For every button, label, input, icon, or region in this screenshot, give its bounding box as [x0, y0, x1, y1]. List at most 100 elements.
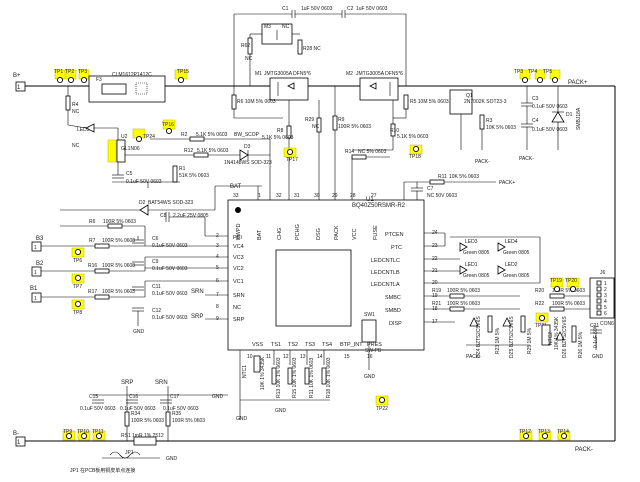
svg-text:TP8: TP8 [73, 310, 82, 316]
svg-text:PBI: PBI [233, 235, 242, 241]
svg-text:VC1: VC1 [233, 279, 244, 285]
svg-text:SW1: SW1 [364, 312, 375, 318]
svg-text:TS3: TS3 [305, 342, 315, 348]
tp14 [560, 432, 568, 440]
svg-text:15: 15 [344, 354, 350, 360]
d3-diode [239, 149, 249, 161]
r28-resistor [297, 39, 303, 55]
ntc2 [541, 324, 551, 346]
tp22 [378, 396, 386, 404]
svg-text:PRES: PRES [367, 342, 382, 348]
svg-text:10: 10 [247, 354, 253, 360]
svg-text:33: 33 [233, 193, 239, 199]
u1-pin-pack: PACK 29 [332, 193, 340, 240]
svg-text:LEDCNTLB: LEDCNTLB [371, 270, 400, 276]
svg-text:PTC: PTC [391, 245, 402, 251]
svg-text:DSG: DSG [316, 228, 322, 240]
svg-text:B1: B1 [30, 286, 38, 292]
tp10 [80, 432, 88, 440]
tp3 [80, 76, 88, 84]
svg-text:C5: C5 [126, 171, 133, 177]
svg-text:TS1: TS1 [271, 342, 281, 348]
r14-resistor [351, 154, 367, 160]
svg-text:R14: R14 [345, 149, 354, 155]
svg-text:1N4148WS SOD-323: 1N4148WS SOD-323 [224, 160, 272, 166]
dz6 [555, 331, 565, 341]
svg-text:100R 5% 0603: 100R 5% 0603 [103, 219, 136, 225]
svg-text:TP11: TP11 [92, 429, 104, 435]
svg-text:VC4: VC4 [233, 244, 244, 250]
svg-text:TS4: TS4 [322, 342, 332, 348]
svg-text:PACK: PACK [334, 225, 340, 240]
svg-text:M2: M2 [346, 71, 353, 77]
svg-text:R8: R8 [277, 128, 284, 134]
rs1-shunt [133, 436, 157, 446]
u1-thermal-pad [275, 249, 352, 327]
svg-text:0.1uF 50V 0603: 0.1uF 50V 0603 [532, 104, 568, 110]
r17-resistor [94, 294, 110, 300]
svg-text:C15: C15 [89, 394, 98, 400]
svg-text:R28 NC: R28 NC [303, 46, 321, 52]
led2 [497, 265, 506, 275]
svg-text:SMBD: SMBD [385, 308, 401, 314]
svg-text:11: 11 [266, 354, 271, 360]
m1-mosfet [269, 77, 309, 101]
svg-text:1: 1 [34, 296, 37, 302]
svg-text:5.1K 5% 0603: 5.1K 5% 0603 [262, 135, 294, 141]
tp8 [74, 300, 82, 308]
svg-text:LED1: LED1 [465, 262, 478, 268]
u2-chip [116, 139, 126, 163]
svg-text:5.1K 5% 0603: 5.1K 5% 0603 [197, 148, 229, 154]
svg-text:R2: R2 [181, 132, 188, 138]
svg-text:B2: B2 [36, 261, 44, 267]
svg-text:C8: C8 [160, 213, 167, 219]
r19-resistor [449, 293, 465, 299]
svg-text:VSS: VSS [252, 342, 263, 348]
svg-text:0.1uF 50V 0603: 0.1uF 50V 0603 [152, 266, 188, 272]
svg-text:C21: C21 [590, 323, 599, 329]
svg-text:C1: C1 [282, 6, 289, 12]
svg-text:D2: D2 [139, 200, 146, 206]
svg-text:R26 1M 5%: R26 1M 5% [578, 331, 584, 358]
svg-text:1: 1 [34, 245, 37, 251]
led3 [459, 242, 468, 252]
svg-text:Green 0805: Green 0805 [503, 273, 530, 279]
svg-text:30: 30 [314, 193, 320, 199]
svg-text:1uF 50V 0603: 1uF 50V 0603 [301, 6, 333, 12]
svg-text:PACK-: PACK- [519, 156, 534, 162]
svg-text:SRN: SRN [155, 380, 168, 386]
tp2-label: TP2 [65, 69, 74, 75]
svg-text:TP6: TP6 [73, 258, 82, 264]
j-b3 [31, 241, 42, 252]
tp7 [74, 274, 82, 282]
svg-text:31: 31 [294, 193, 300, 199]
svg-text:SW-PB: SW-PB [365, 348, 382, 354]
svg-text:28: 28 [350, 193, 356, 199]
svg-text:R3: R3 [486, 118, 493, 124]
svg-text:GND: GND [275, 408, 287, 414]
svg-text:DZ5 BZT52C5V6S: DZ5 BZT52C5V6S [509, 316, 515, 358]
svg-text:29: 29 [332, 193, 338, 199]
svg-text:GL1N06: GL1N06 [121, 146, 140, 152]
svg-text:TP15: TP15 [177, 69, 189, 75]
svg-text:R11 10K 1% 0603: R11 10K 1% 0603 [309, 358, 315, 398]
svg-text:PCHG: PCHG [295, 224, 301, 240]
svg-text:SRP: SRP [233, 317, 245, 323]
svg-text:NTC1: NTC1 [242, 365, 248, 378]
svg-text:C9: C9 [152, 259, 159, 265]
svg-text:2N7002K SOT23-3: 2N7002K SOT23-3 [464, 99, 507, 105]
sw1-button [361, 319, 377, 343]
r25-resistor [520, 315, 526, 333]
svg-text:5.1K 5% 0603: 5.1K 5% 0603 [397, 134, 429, 140]
tp16 [165, 127, 173, 135]
tp12 [522, 432, 530, 440]
svg-text:R15 10K 1% 0603: R15 10K 1% 0603 [292, 357, 298, 398]
svg-text:SRP: SRP [191, 314, 203, 320]
tp15 [177, 76, 185, 84]
svg-text:Green 0805: Green 0805 [463, 250, 490, 256]
svg-text:R11: R11 [438, 174, 447, 180]
